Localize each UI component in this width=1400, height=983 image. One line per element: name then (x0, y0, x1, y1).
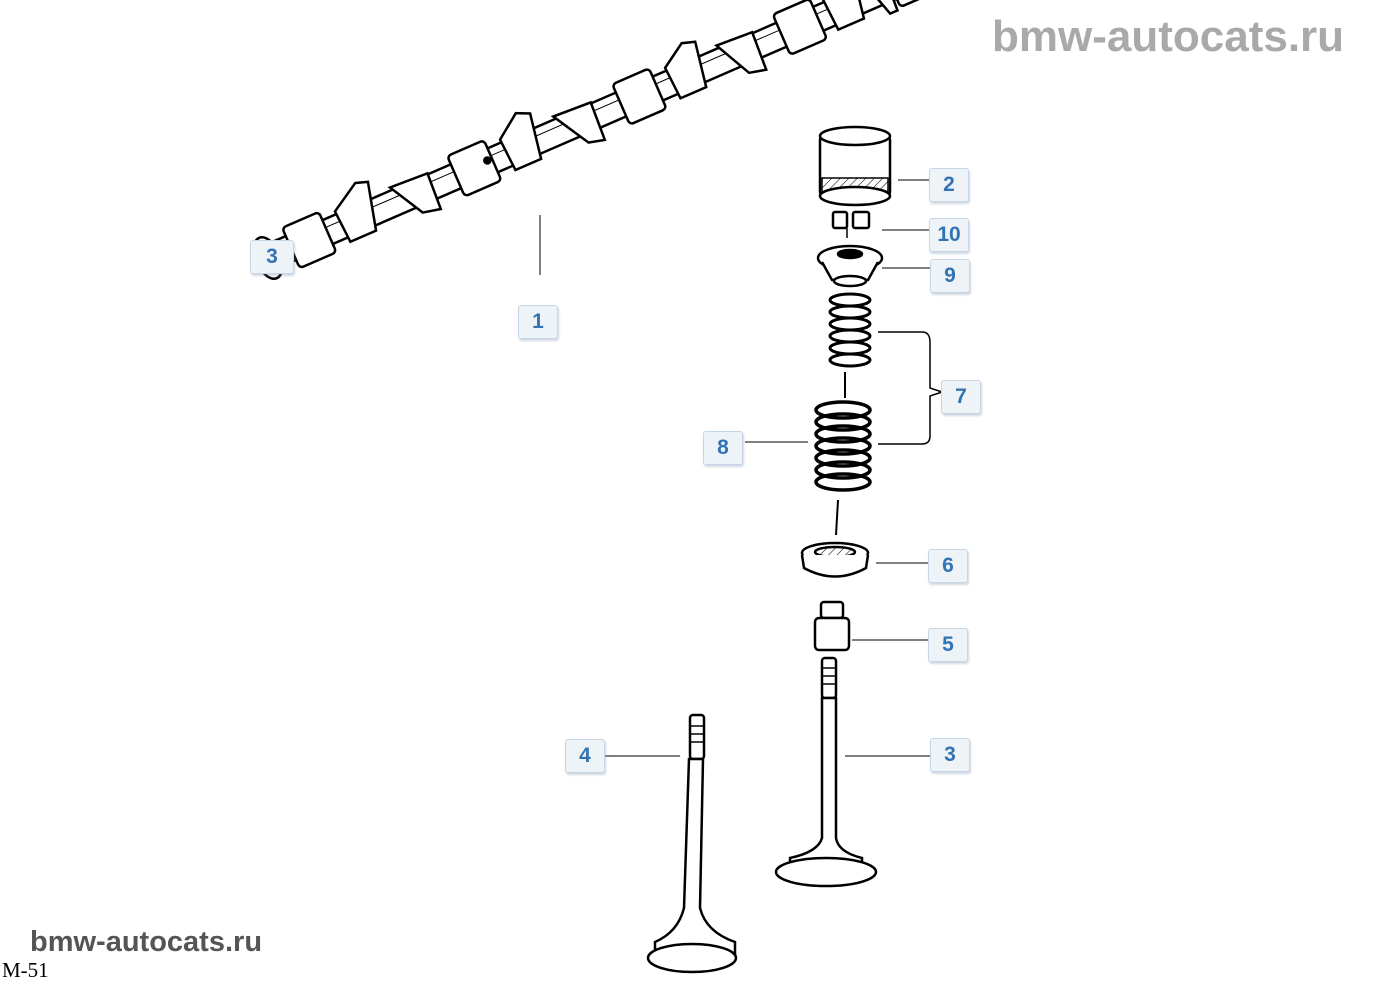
callout-outer-spring[interactable]: 8 (703, 431, 743, 465)
bracket-spring-set (878, 331, 945, 445)
inner-spring-drawing (828, 292, 872, 368)
spring-seat-drawing (800, 541, 870, 578)
callout-intake-valve[interactable]: 4 (565, 739, 605, 773)
tappet-drawing (818, 125, 892, 207)
valve-keepers-drawing (831, 210, 871, 238)
spring-retainer-drawing (816, 244, 884, 288)
callout-valve-keeper[interactable]: 10 (929, 218, 969, 252)
callout-spring-seat[interactable]: 6 (928, 549, 968, 583)
leader-spring-axis (835, 499, 839, 536)
watermark-top: bmw-autocats.ru (992, 12, 1345, 61)
engine-code: M-51 (2, 958, 49, 982)
exhaust-valve-drawing (774, 656, 878, 888)
callout-tappet[interactable]: 2 (929, 168, 969, 202)
intake-valve-drawing (646, 713, 738, 974)
outer-spring-drawing (814, 400, 872, 492)
camshaft-drawing (252, 0, 947, 280)
callout-camshaft-end[interactable]: 3 (250, 240, 294, 274)
watermark-bottom: bmw-autocats.ru (30, 926, 263, 958)
callout-valve-stem-seal[interactable]: 5 (928, 628, 968, 662)
callout-camshaft[interactable]: 1 (518, 305, 558, 339)
callout-exhaust-valve[interactable]: 3 (930, 738, 970, 772)
callout-spring-set[interactable]: 7 (941, 380, 981, 414)
callout-spring-retainer[interactable]: 9 (930, 259, 970, 293)
stem-seal-drawing (813, 600, 851, 652)
